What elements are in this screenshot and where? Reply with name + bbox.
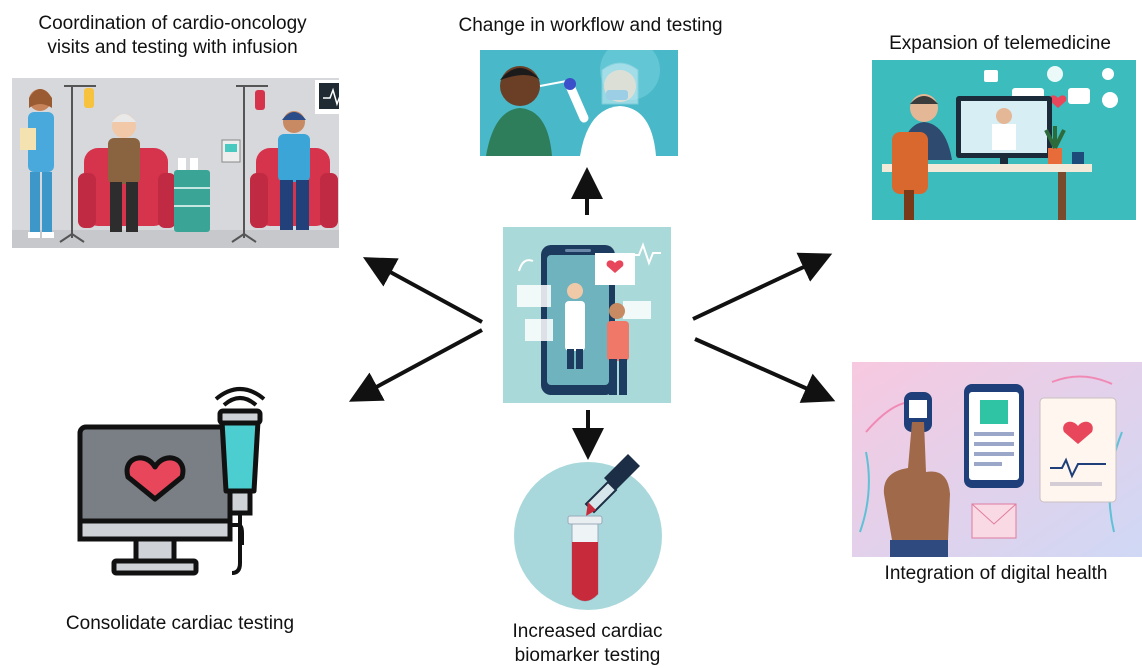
coordination-label-line2: visits and testing with infusion — [47, 37, 298, 58]
telemedicine-illustration — [872, 60, 1136, 220]
floating-health-icons — [984, 66, 1118, 108]
hand-icon — [883, 422, 950, 557]
dropper-icon — [581, 454, 640, 525]
blood-test-illustration — [508, 452, 668, 612]
health-report-icon — [1039, 397, 1117, 503]
consolidate-label: Consolidate cardiac testing — [65, 613, 295, 634]
arrow-to-consolidate — [348, 328, 483, 402]
digital-health-label: Integration of digital health — [884, 563, 1108, 584]
envelope-icon — [971, 503, 1017, 539]
arrow-to-telemedicine — [692, 252, 833, 321]
ecg-monitor-icon — [315, 80, 339, 114]
biomarker-label: Increased cardiac biomarker testing — [470, 620, 705, 668]
iv-pole-icon — [231, 85, 268, 243]
test-tube-icon — [567, 515, 603, 602]
infusion-illustration — [12, 78, 339, 248]
stethoscope-icon — [518, 259, 534, 272]
medical-cart-icon — [174, 158, 210, 232]
workflow-label: Change in workflow and testing — [458, 15, 723, 36]
patient-figure — [607, 303, 629, 395]
heart-icon — [1049, 95, 1067, 108]
patient-figure — [892, 94, 952, 220]
mug-icon — [1072, 152, 1084, 164]
patient-figure — [278, 111, 310, 230]
heart-icon — [124, 455, 186, 502]
covid-swab-illustration — [480, 50, 678, 156]
smartphone-icon — [964, 384, 1024, 488]
elderly-patient-figure — [108, 114, 140, 232]
plant-icon — [1044, 126, 1066, 164]
desk — [882, 164, 1092, 172]
arrow-to-coordination — [362, 257, 483, 324]
infusion-pump-icon — [221, 139, 241, 163]
telemedicine-label: Expansion of telemedicine — [889, 33, 1111, 54]
patient-figure — [486, 66, 552, 156]
cardiac-testing-illustration — [70, 385, 285, 580]
coordination-label-line1: Coordination of cardio-oncology — [38, 13, 307, 34]
ultrasound-probe-icon — [214, 387, 266, 575]
biomarker-label-line1: Increased cardiac — [512, 621, 663, 642]
health-worker-figure — [564, 62, 656, 156]
pulse-oximeter-icon — [904, 392, 932, 432]
nurse-figure — [20, 89, 54, 238]
heart-icon — [606, 260, 624, 273]
computer-monitor-icon — [956, 96, 1052, 164]
digital-cardiology-center-illustration — [503, 227, 671, 403]
digital-health-illustration — [852, 362, 1142, 557]
iv-pole-icon — [59, 85, 96, 243]
arrow-to-digital-health — [694, 337, 836, 403]
coordination-label: Coordination of cardio-oncology visits a… — [5, 12, 340, 60]
doctor-figure — [565, 283, 585, 369]
biomarker-label-line2: biomarker testing — [514, 645, 661, 666]
pulse-line-icon — [631, 242, 661, 266]
